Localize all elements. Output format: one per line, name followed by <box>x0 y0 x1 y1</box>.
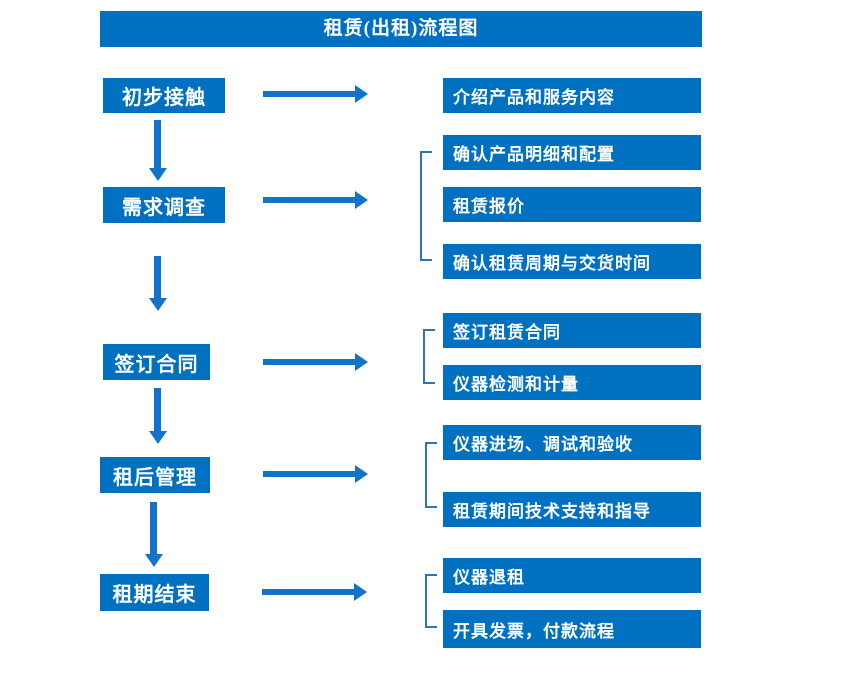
item-box-rental-quotation: 租赁报价 <box>443 187 701 222</box>
right-arrow-icon <box>263 471 355 477</box>
item-box-technical-support: 租赁期间技术支持和指导 <box>443 492 701 527</box>
item-box-confirm-period-delivery: 确认租赁周期与交货时间 <box>443 244 701 279</box>
item-box-invoice-payment: 开具发票，付款流程 <box>443 610 701 648</box>
down-arrow-icon <box>150 502 157 554</box>
group-bracket <box>425 442 437 508</box>
item-box-sign-rental-contract: 签订租赁合同 <box>443 313 701 348</box>
down-arrow-icon <box>154 388 161 431</box>
item-box-instrument-return: 仪器退租 <box>443 558 701 593</box>
step-box-initial-contact: 初步接触 <box>103 78 225 113</box>
step-box-demand-survey: 需求调查 <box>103 187 225 223</box>
step-box-sign-contract: 签订合同 <box>103 344 210 380</box>
item-box-confirm-product-details: 确认产品明细和配置 <box>443 135 701 170</box>
group-bracket <box>420 151 432 261</box>
group-bracket <box>423 329 435 384</box>
step-box-lease-end: 租期结束 <box>100 574 209 611</box>
item-box-instrument-setup-acceptance: 仪器进场、调试和验收 <box>443 425 701 460</box>
right-arrow-icon <box>263 91 355 97</box>
right-arrow-icon <box>263 197 355 203</box>
right-arrow-icon <box>262 589 354 595</box>
item-box-introduce-products-services: 介绍产品和服务内容 <box>443 78 701 113</box>
group-bracket <box>425 574 437 628</box>
step-box-post-rental-management: 租后管理 <box>100 457 210 493</box>
down-arrow-icon <box>154 256 161 298</box>
item-box-instrument-testing-metering: 仪器检测和计量 <box>443 365 701 400</box>
right-arrow-icon <box>263 359 355 365</box>
down-arrow-icon <box>154 120 161 168</box>
diagram-title: 租赁(出租)流程图 <box>100 11 702 47</box>
